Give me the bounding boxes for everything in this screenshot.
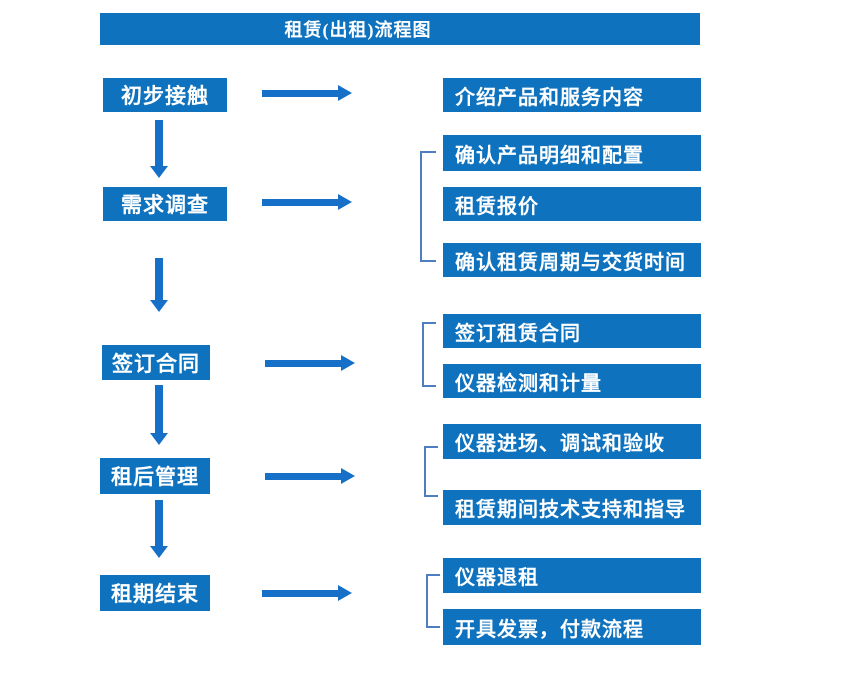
detail-box: 仪器进场、调试和验收 [443, 424, 701, 459]
down-arrow-icon [150, 258, 168, 312]
flowchart-title: 租赁(出租)流程图 [284, 20, 432, 40]
detail-box: 租赁报价 [443, 187, 701, 221]
step-box-sign-contract: 签订合同 [102, 345, 210, 380]
right-arrow-icon [262, 194, 352, 210]
step-box-demand-survey: 需求调查 [103, 187, 227, 221]
right-arrow-icon [262, 585, 352, 601]
down-arrow-icon [150, 385, 168, 445]
detail-box: 开具发票，付款流程 [443, 609, 701, 645]
step-box-initial-contact: 初步接触 [103, 78, 227, 112]
detail-box: 确认租赁周期与交货时间 [443, 243, 701, 277]
group-bracket-icon [426, 574, 440, 628]
detail-box: 仪器退租 [443, 558, 701, 593]
detail-box: 仪器检测和计量 [443, 364, 701, 398]
detail-box: 租赁期间技术支持和指导 [443, 490, 701, 525]
step-box-rental-end: 租期结束 [100, 575, 210, 611]
step-box-post-rental: 租后管理 [100, 458, 210, 494]
group-bracket-icon [420, 151, 436, 262]
detail-box: 签订租赁合同 [443, 314, 701, 348]
detail-box: 确认产品明细和配置 [443, 135, 701, 171]
right-arrow-icon [265, 355, 355, 371]
down-arrow-icon [150, 500, 168, 558]
down-arrow-icon [150, 120, 168, 178]
detail-box: 介绍产品和服务内容 [443, 78, 701, 112]
group-bracket-icon [422, 322, 436, 387]
title-bar: 租赁(出租)流程图 [100, 13, 700, 45]
right-arrow-icon [262, 85, 352, 101]
group-bracket-icon [424, 446, 438, 497]
right-arrow-icon [265, 468, 355, 484]
